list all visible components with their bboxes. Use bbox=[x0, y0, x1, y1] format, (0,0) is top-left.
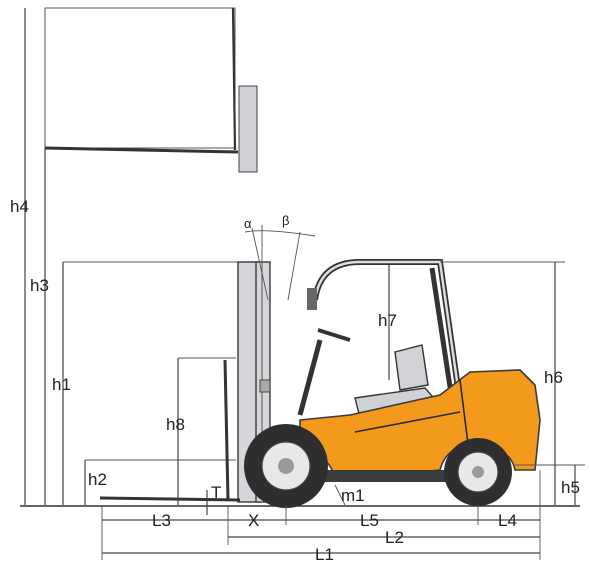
front-wheel bbox=[244, 424, 328, 508]
label-h8: h8 bbox=[166, 415, 185, 434]
label-L2: L2 bbox=[385, 528, 404, 547]
overhead-guard bbox=[307, 259, 461, 401]
length-dimensions bbox=[101, 470, 541, 560]
label-L3: L3 bbox=[152, 511, 171, 530]
mid-load-outline bbox=[63, 261, 240, 500]
label-h1: h1 bbox=[52, 375, 71, 394]
hood-line bbox=[354, 411, 461, 433]
label-h6: h6 bbox=[544, 368, 563, 387]
label-alpha: α bbox=[244, 216, 252, 231]
label-h3: h3 bbox=[30, 276, 49, 295]
label-L5: L5 bbox=[360, 511, 379, 530]
rear-wheel bbox=[444, 438, 512, 506]
label-T: T bbox=[211, 483, 221, 502]
height-dimensions bbox=[24, 8, 585, 515]
label-h2: h2 bbox=[88, 470, 107, 489]
label-beta: β bbox=[282, 213, 289, 228]
label-L4: L4 bbox=[498, 511, 517, 530]
tilt-angle-indicators bbox=[244, 225, 316, 301]
label-h7: h7 bbox=[378, 311, 397, 330]
forks bbox=[99, 359, 241, 502]
label-L1: L1 bbox=[315, 545, 334, 564]
label-h5: h5 bbox=[561, 478, 580, 497]
chassis bbox=[320, 470, 450, 482]
label-h4: h4 bbox=[10, 197, 29, 216]
label-m1: m1 bbox=[341, 486, 365, 505]
label-X: X bbox=[248, 511, 259, 530]
raised-load bbox=[44, 7, 258, 173]
